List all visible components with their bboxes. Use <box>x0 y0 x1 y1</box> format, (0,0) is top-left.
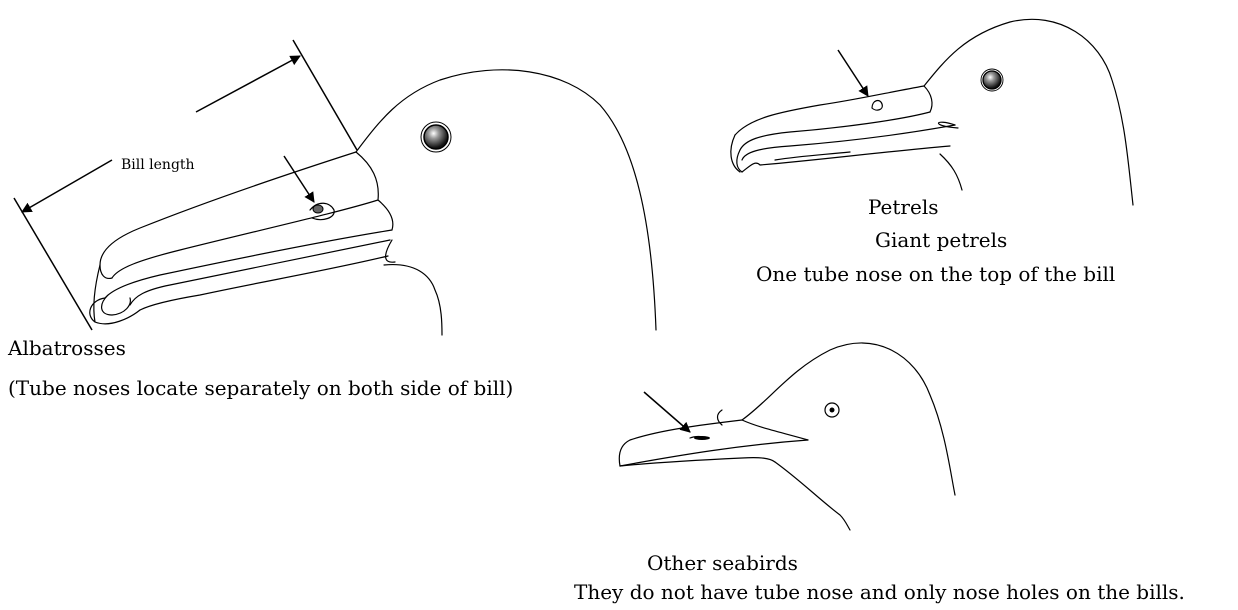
petrel-subtitle: Giant petrels <box>875 228 1007 252</box>
bill-length-arrow-left-icon <box>22 160 112 212</box>
other-seabird-nose-pointer-icon <box>644 392 690 432</box>
albatross-title: Albatrosses <box>8 336 126 360</box>
other-seabird-title: Other seabirds <box>647 551 798 575</box>
albatross-description: (Tube noses locate separately on both si… <box>8 376 513 400</box>
albatross-tube-nose-icon <box>313 205 323 213</box>
other-seabird-nose-hole-icon <box>694 436 710 440</box>
bill-length-arrow-right-icon <box>196 56 300 112</box>
other-seabird-head <box>619 343 955 530</box>
petrel-head <box>731 19 1133 205</box>
albatross-head <box>90 70 656 335</box>
petrel-description: One tube nose on the top of the bill <box>756 262 1115 286</box>
albatross-nose-pointer-icon <box>284 156 314 202</box>
bill-length-label: Bill length <box>121 157 195 173</box>
bill-length-measure <box>14 40 357 330</box>
petrel-nose-pointer-icon <box>838 50 868 96</box>
other-seabird-description: They do not have tube nose and only nose… <box>574 580 1185 604</box>
petrel-title: Petrels <box>868 195 939 219</box>
petrel-eye-icon <box>983 71 1001 89</box>
albatross-eye-icon <box>424 125 448 149</box>
